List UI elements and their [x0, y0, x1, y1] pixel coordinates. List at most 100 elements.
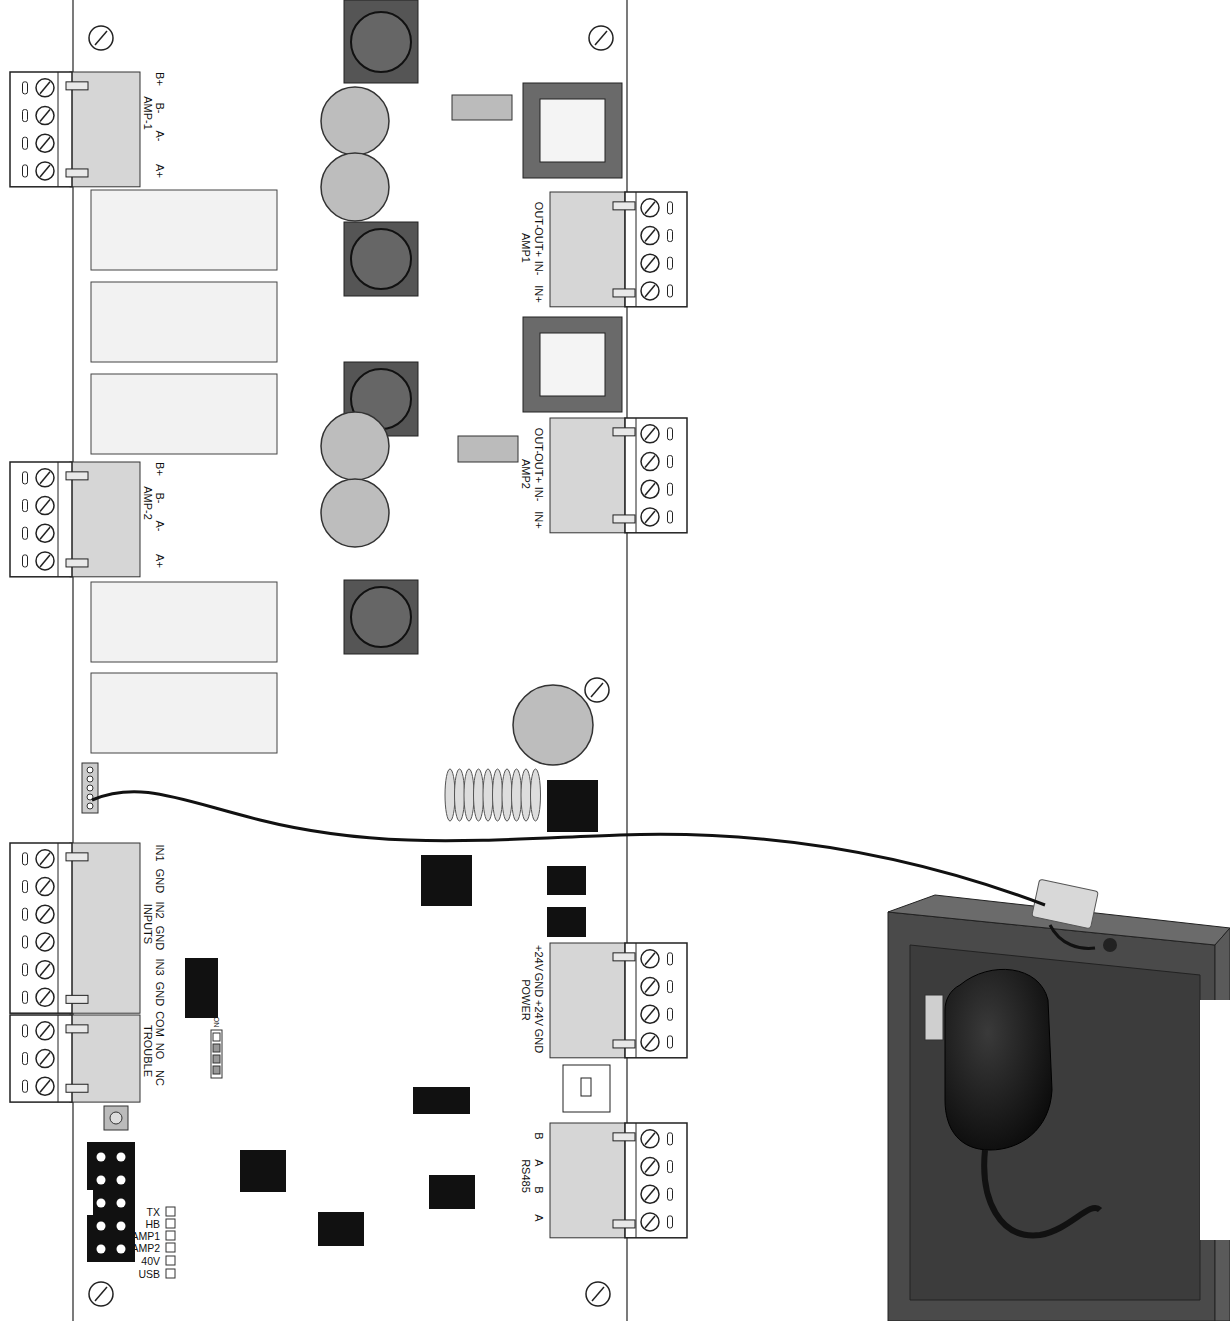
terminal-screw: [645, 428, 655, 440]
pin-label: GND: [154, 869, 165, 893]
led: [166, 1207, 175, 1216]
screw: [586, 1282, 610, 1306]
pin-label: GND: [154, 926, 165, 950]
terminal-plug: [636, 1123, 637, 1238]
terminal-screw: [36, 524, 54, 542]
terminal-plug: [10, 843, 72, 1013]
push-button: [110, 1112, 122, 1124]
coil-winding: [464, 769, 474, 821]
terminal-screw: [645, 511, 655, 523]
dip-lever: [213, 1044, 220, 1052]
coil-winding: [521, 769, 531, 821]
pin-label: NO: [154, 1043, 165, 1060]
terminal-screw: [40, 991, 50, 1003]
screw: [589, 26, 613, 50]
terminal-block: [550, 1123, 687, 1238]
terminal-tab: [613, 428, 635, 436]
dip-switch: [211, 1030, 222, 1078]
pin-label: AMP1: [520, 233, 531, 263]
connector-pin: [87, 803, 93, 809]
terminal-screw: [641, 254, 659, 272]
terminal-tab: [66, 82, 88, 90]
screw-slot: [592, 1287, 604, 1301]
pin-label: A-: [154, 131, 165, 142]
led-label: HB: [145, 1219, 160, 1230]
terminal-slot: [23, 472, 28, 484]
terminal-screw: [641, 453, 659, 471]
connector-pin: [87, 785, 93, 791]
pin-label: POWER: [520, 979, 531, 1021]
terminal-slot: [668, 230, 673, 242]
terminal-tab: [613, 515, 635, 523]
pin-label: INPUTS: [142, 904, 153, 944]
terminal-slot: [23, 500, 28, 512]
terminal-tab: [613, 1133, 635, 1141]
terminal-screw: [36, 1022, 54, 1040]
pin-label: GND: [533, 1029, 544, 1053]
terminal-slot: [23, 1025, 28, 1037]
usb-jack: [581, 1078, 591, 1096]
terminal-slot: [23, 110, 28, 122]
terminal-slot: [668, 1161, 673, 1173]
terminal-block: [10, 462, 140, 577]
terminal-screw: [40, 527, 50, 539]
terminal-plug: [58, 72, 59, 187]
terminal-blocks: [10, 72, 687, 1238]
pin-label: B: [533, 1132, 544, 1139]
terminal-block: [10, 72, 140, 187]
pin-label: OUT-: [533, 202, 544, 228]
terminal-tab: [66, 1025, 88, 1033]
pin-label: A: [533, 1214, 544, 1221]
pin-label: B-: [154, 493, 165, 504]
terminal-screw: [36, 988, 54, 1006]
mic-connector: [87, 767, 93, 809]
terminal-screw: [40, 1025, 50, 1037]
pin-label: A: [533, 1159, 544, 1166]
terminal-screw: [645, 285, 655, 297]
terminal-screw: [36, 79, 54, 97]
coil-winding: [445, 769, 455, 821]
terminal-block: [10, 1015, 140, 1102]
screw-slot: [95, 1287, 107, 1301]
terminal-slot: [668, 1216, 673, 1228]
pin-label: AMP2: [520, 459, 531, 489]
terminal-slot: [23, 527, 28, 539]
terminal-screw: [641, 199, 659, 217]
pin-label: GND: [154, 982, 165, 1006]
header-pin: [117, 1222, 126, 1231]
terminal-tab: [66, 472, 88, 480]
terminal-screw: [641, 1185, 659, 1203]
terminal-housing: [70, 843, 140, 1013]
terminal-screw: [36, 107, 54, 125]
terminal-screw: [40, 110, 50, 122]
terminal-slot: [23, 137, 28, 149]
terminal-screw: [40, 555, 50, 567]
pin-label: B+: [154, 72, 165, 86]
header-pin: [97, 1222, 106, 1231]
terminal-plug: [636, 418, 637, 533]
header-pin: [97, 1176, 106, 1185]
coil-winding: [493, 769, 503, 821]
terminal-block: [550, 418, 687, 533]
terminal-screw: [36, 905, 54, 923]
header-pin: [117, 1245, 126, 1254]
terminal-slot: [668, 1036, 673, 1048]
terminal-screw: [641, 978, 659, 996]
terminal-screw: [641, 1005, 659, 1023]
screw-slot: [595, 31, 607, 45]
led-label: AMP1: [131, 1231, 160, 1242]
mounting-screws: [89, 26, 613, 1306]
terminal-slot: [668, 257, 673, 269]
coil-winding: [512, 769, 522, 821]
terminal-screw: [641, 1033, 659, 1051]
terminal-slot: [668, 456, 673, 468]
pin-label: OUT+: [533, 453, 544, 483]
terminal-slot: [23, 964, 28, 976]
terminal-screw: [40, 165, 50, 177]
pin-label: ON: [213, 1017, 220, 1028]
terminal-slot: [668, 202, 673, 214]
pin-label: COM: [154, 1011, 165, 1037]
terminal-screw: [645, 456, 655, 468]
pin-header: [97, 1153, 126, 1254]
